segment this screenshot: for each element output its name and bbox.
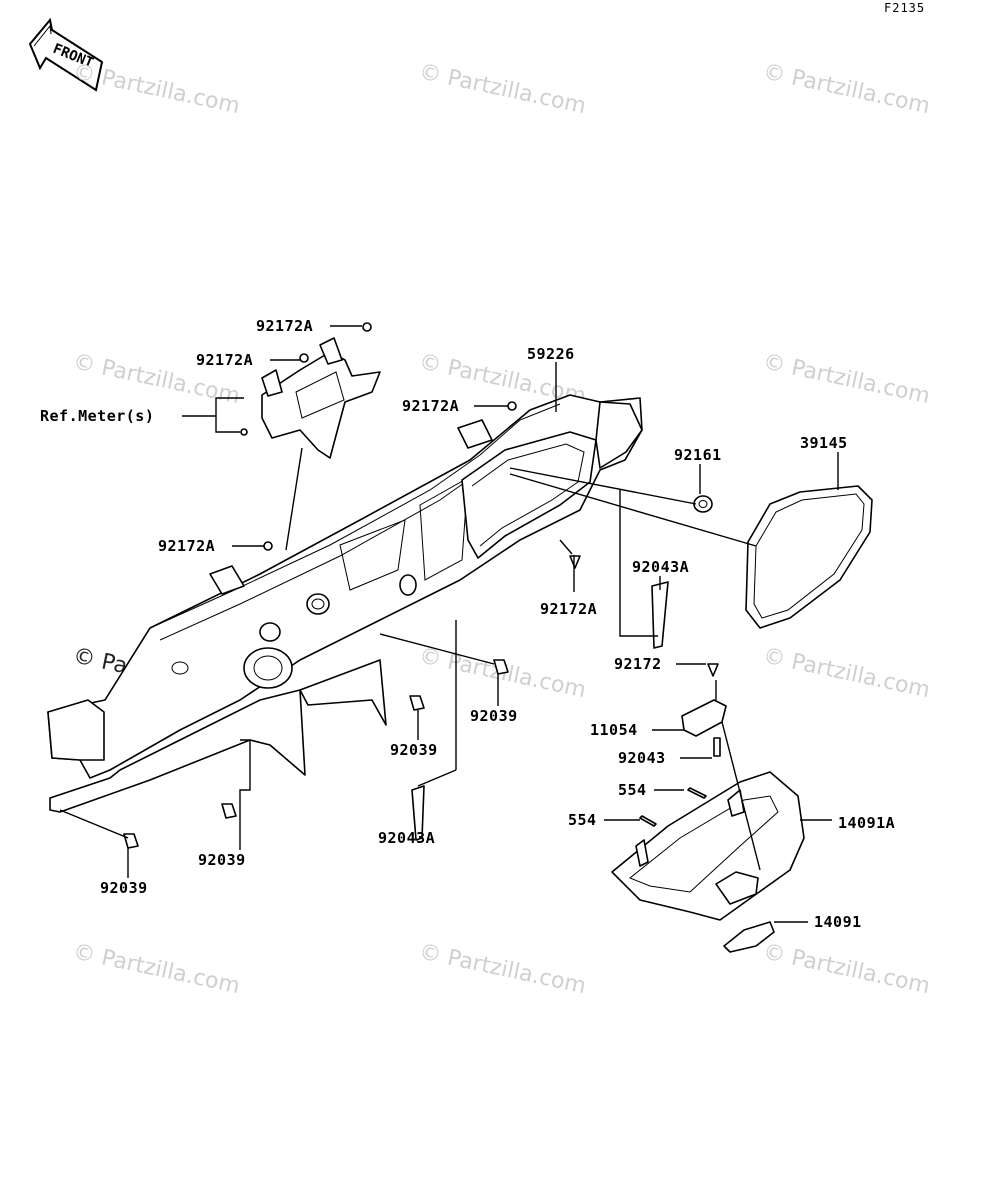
label-92043a-lower[interactable]: 92043A [378,829,435,847]
label-92039-left[interactable]: 92039 [198,851,246,869]
screw-icon [707,663,719,677]
nut-icon [263,541,273,551]
watermark: © Partzilla.com [417,939,588,999]
meter-bracket [261,337,381,459]
label-14091[interactable]: 14091 [814,913,862,931]
watermark: © Partzilla.com [71,939,242,999]
dashboard-panel [47,394,643,813]
label-92043[interactable]: 92043 [618,749,666,767]
bolt-icon [411,785,425,841]
leader-lines [59,325,839,923]
label-39145[interactable]: 39145 [800,434,848,452]
screw-icon [687,787,707,799]
nut-icon [299,353,309,363]
glove-box-lid [611,771,805,921]
clip-icon [123,833,139,849]
label-92039-center[interactable]: 92039 [390,741,438,759]
label-92172a-left[interactable]: 92172A [158,537,215,555]
screw-icon [240,428,248,436]
hinge-11054 [681,699,727,737]
nut-icon [362,322,372,332]
lock-14091 [723,921,775,953]
label-59226[interactable]: 59226 [527,345,575,363]
label-92172a-upper-left[interactable]: 92172A [196,351,253,369]
label-92172a-center[interactable]: 92172A [402,397,459,415]
ref-meter-label: Ref.Meter(s) [40,407,154,425]
watermark: © Partzilla.com [761,59,932,119]
label-92172[interactable]: 92172 [614,655,662,673]
watermark: © Partzilla.com [761,349,932,409]
label-92043a-right[interactable]: 92043A [632,558,689,576]
label-554-lower[interactable]: 554 [568,811,597,829]
label-92039-right[interactable]: 92039 [470,707,518,725]
fastener-icons [123,322,721,849]
bolt-icon [651,581,669,649]
nut-icon [507,401,517,411]
watermark: © Partzilla.com [761,939,932,999]
label-92161[interactable]: 92161 [674,446,722,464]
clip-icon [221,803,237,819]
label-11054[interactable]: 11054 [590,721,638,739]
part-labels: 92172A 92172A 92172A 92172A 92172A 59226… [40,317,895,931]
diagram-code: F2135 [884,1,925,15]
bolt-icon [713,737,721,757]
watermark: © Partzilla.com [417,59,588,119]
label-92172a-top[interactable]: 92172A [256,317,313,335]
screw-icon [569,555,581,569]
label-92172a-lower[interactable]: 92172A [540,600,597,618]
grommet-92161 [693,495,713,513]
clip-icon [409,695,425,711]
clip-icon [493,659,509,675]
watermark: © Partzilla.com [71,59,242,119]
watermark: © Partzilla.com [761,643,932,703]
label-554-upper[interactable]: 554 [618,781,647,799]
screw-icon [639,815,657,827]
label-92039-bottom[interactable]: 92039 [100,879,148,897]
seal-39145 [745,485,873,629]
label-14091a[interactable]: 14091A [838,814,895,832]
